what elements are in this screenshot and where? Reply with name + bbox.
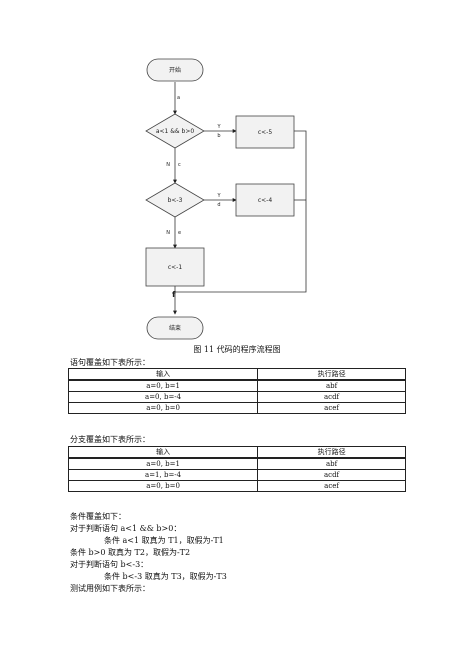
edge-e-n-label: N <box>166 230 170 236</box>
cell-input: a=0, b=1 <box>67 457 259 470</box>
header-input: 输入 <box>67 368 259 381</box>
cell-input: a=0, b=1 <box>67 379 259 392</box>
edge-d-y-label: Y <box>216 193 221 199</box>
edge-e-label: e <box>178 230 181 236</box>
cell-input: a=1, b=-4 <box>67 469 259 481</box>
edge-a-label: a <box>177 95 180 101</box>
condition-line-4: 对于判断语句 b<-3： <box>70 560 149 569</box>
decision-2-label: b<-3 <box>168 197 183 204</box>
process-2-label: c<-4 <box>258 197 272 204</box>
process-1-label: c<-5 <box>258 129 272 136</box>
edge-d-label: d <box>217 202 220 208</box>
header-input: 输入 <box>67 446 259 459</box>
cell-input: a=0, b=0 <box>67 402 259 414</box>
statement-coverage-table: 输入 执行路径 a=0, b=1 abf a=0, b=-4 acdf a=0,… <box>67 368 406 414</box>
section2-title: 分支覆盖如下表所示： <box>70 435 150 444</box>
decision-2 <box>145 182 205 218</box>
edge-b-y-label: Y <box>216 124 221 130</box>
table-row: a=0, b=1 abf <box>67 379 406 392</box>
condition-line-1: 对于判断语句 a<1 && b>0： <box>70 524 182 533</box>
cell-path: abf <box>257 457 406 470</box>
table-row: a=0, b=0 acef <box>67 480 406 492</box>
decision-1-label: a<1 && b>0 <box>156 128 195 135</box>
process-1 <box>235 115 295 149</box>
edge-c-label: c <box>178 162 181 168</box>
table-row: a=1, b=-4 acdf <box>67 469 406 481</box>
table-header-row: 输入 执行路径 <box>67 368 406 381</box>
process-3 <box>145 247 205 287</box>
merge-line-1 <box>175 130 307 293</box>
header-path: 执行路径 <box>257 446 406 459</box>
cell-input: a=0, b=-4 <box>67 391 259 403</box>
end-node <box>146 316 204 340</box>
table-row: a=0, b=-4 acdf <box>67 391 406 403</box>
cell-path: acef <box>257 402 406 414</box>
figure-caption: 图 11 代码的程序流程图 <box>193 345 281 354</box>
header-path: 执行路径 <box>257 368 406 381</box>
edge-b-label: b <box>217 133 220 139</box>
condition-line-6: 测试用例如下表所示： <box>70 584 150 593</box>
table-row: a=0, b=0 acef <box>67 402 406 414</box>
branch-coverage-table: 输入 执行路径 a=0, b=1 abf a=1, b=-4 acdf a=0,… <box>67 446 406 492</box>
edge-c-n-label: N <box>166 162 170 168</box>
start-node <box>146 58 204 82</box>
condition-coverage-title: 条件覆盖如下： <box>70 512 126 521</box>
table-row: a=0, b=1 abf <box>67 457 406 470</box>
flowchart: 开始 a<1 && b>0 c<-5 b<-3 c<-4 c<-1 结束 a Y… <box>145 58 307 340</box>
condition-line-2: 条件 a<1 取真为 T1，取假为-T1 <box>104 536 224 545</box>
table-header-row: 输入 执行路径 <box>67 446 406 459</box>
cell-path: abf <box>257 379 406 392</box>
section1-title: 语句覆盖如下表所示： <box>70 358 150 367</box>
start-label: 开始 <box>169 66 181 74</box>
process-2 <box>235 183 295 217</box>
decision-1 <box>145 113 205 149</box>
condition-line-5: 条件 b<-3 取真为 T3，取假为-T3 <box>104 572 227 581</box>
condition-line-3: 条件 b>0 取真为 T2，取假为-T2 <box>70 548 191 557</box>
cell-path: acef <box>257 480 406 492</box>
cell-path: acdf <box>257 391 406 403</box>
end-label: 结束 <box>169 324 181 332</box>
cell-input: a=0, b=0 <box>67 480 259 492</box>
process-3-label: c<-1 <box>168 264 182 271</box>
cell-path: acdf <box>257 469 406 481</box>
edge-f-label: f <box>172 290 176 299</box>
